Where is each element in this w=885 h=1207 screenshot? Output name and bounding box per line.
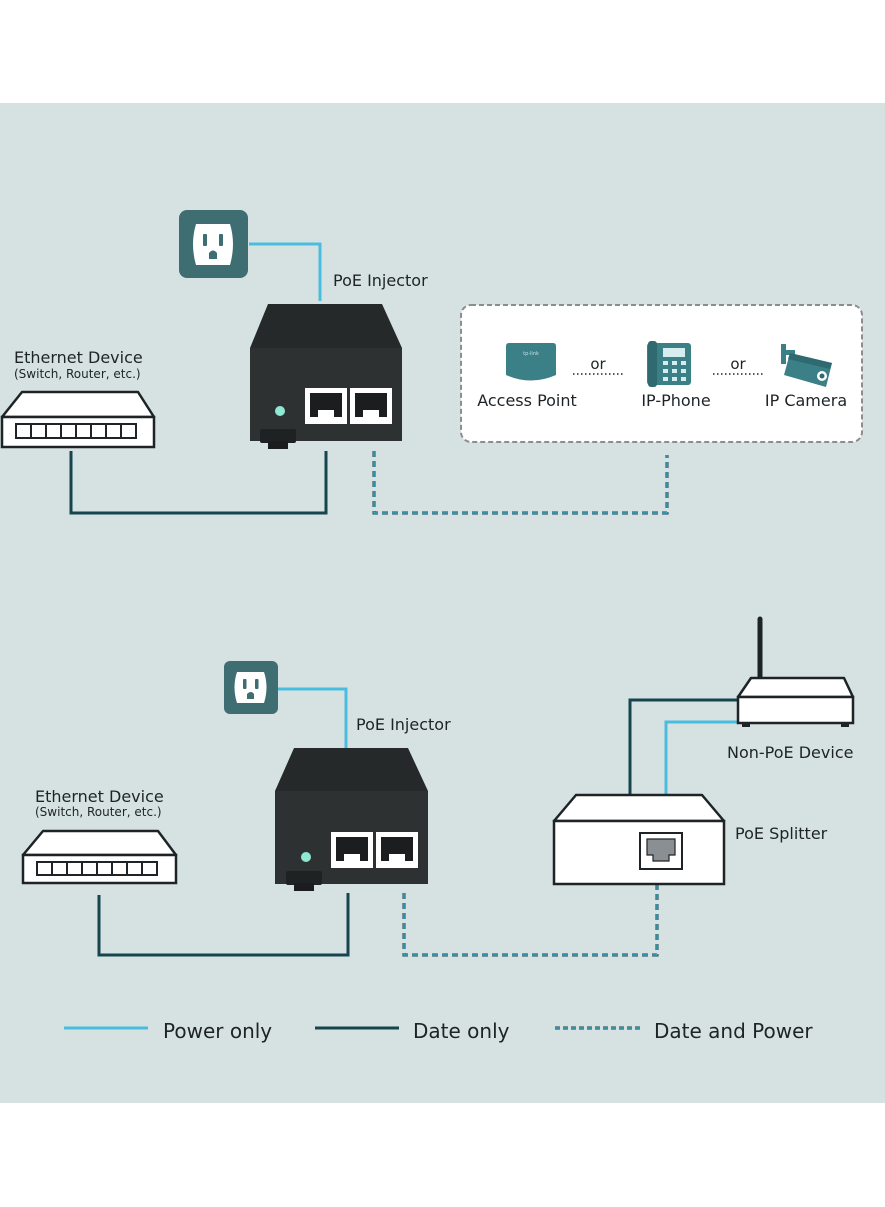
non-poe-router — [736, 616, 855, 727]
data-power-cable-1 — [372, 451, 669, 515]
ip-camera-icon — [781, 344, 832, 387]
non-poe-device-label: Non-PoE Device — [727, 743, 853, 762]
poe-splitter — [552, 793, 726, 886]
ip-phone-label: IP-Phone — [641, 391, 710, 410]
diagram-1: PoE Injector Ethernet Device (Switch, Ro… — [0, 210, 863, 515]
rj45-port-1a — [305, 388, 347, 424]
injector-label-2: PoE Injector — [356, 715, 451, 734]
data-cable-splitter — [628, 698, 738, 795]
access-point-label: Access Point — [477, 391, 577, 410]
powered-devices-box: tp-link Access Point or IP-Phone — [460, 304, 863, 443]
ethernet-device-subtitle-1: (Switch, Router, etc.) — [14, 367, 141, 381]
data-power-cable-2 — [402, 885, 659, 957]
poe-injector-1 — [250, 304, 402, 449]
ethernet-device-title-2: Ethernet Device — [35, 787, 164, 806]
access-point-icon: tp-link — [506, 343, 556, 381]
legend-data-and-power: Date and Power — [654, 1019, 813, 1043]
ethernet-switch-1 — [0, 390, 156, 449]
poe-splitter-label: PoE Splitter — [735, 824, 828, 843]
ip-camera-label: IP Camera — [765, 391, 847, 410]
data-power-cable-1-highlight — [373, 451, 668, 514]
svg-text:tp-link: tp-link — [523, 351, 539, 357]
injector-label-1: PoE Injector — [333, 271, 428, 290]
power-outlet-icon — [179, 210, 248, 278]
legend-power-only: Power only — [163, 1019, 272, 1043]
rj45-port-1b — [350, 388, 392, 424]
status-led-1 — [275, 406, 285, 416]
legend: Power only Date only Date and Power — [64, 1019, 813, 1043]
data-cable-2 — [97, 893, 350, 957]
rj45-port-2a — [331, 832, 373, 868]
data-cable-1 — [69, 451, 328, 515]
data-power-cable-2-highlight — [403, 885, 658, 956]
diagram-canvas: PoE Injector Ethernet Device (Switch, Ro… — [0, 103, 885, 1103]
splitter-rj45-port — [639, 832, 683, 870]
power-outlet-icon — [224, 661, 278, 714]
rj45-port-2b — [376, 832, 418, 868]
ethernet-device-subtitle-2: (Switch, Router, etc.) — [35, 805, 162, 819]
status-led-2 — [301, 852, 311, 862]
power-cable-splitter — [664, 720, 738, 795]
or-separator-2: or — [730, 355, 746, 373]
ethernet-device-title-1: Ethernet Device — [14, 348, 143, 367]
or-separator-1: or — [590, 355, 606, 373]
ethernet-switch-2 — [21, 829, 178, 885]
poe-diagram: PoE Injector Ethernet Device (Switch, Ro… — [0, 210, 863, 1043]
legend-data-only: Date only — [413, 1019, 510, 1043]
poe-injector-2 — [275, 748, 428, 891]
ip-phone-icon — [647, 341, 691, 387]
power-cable-2 — [275, 687, 348, 748]
diagram-2: PoE Injector Ethernet Device (Switch, Ro… — [21, 616, 855, 957]
power-cable-1 — [249, 242, 322, 301]
